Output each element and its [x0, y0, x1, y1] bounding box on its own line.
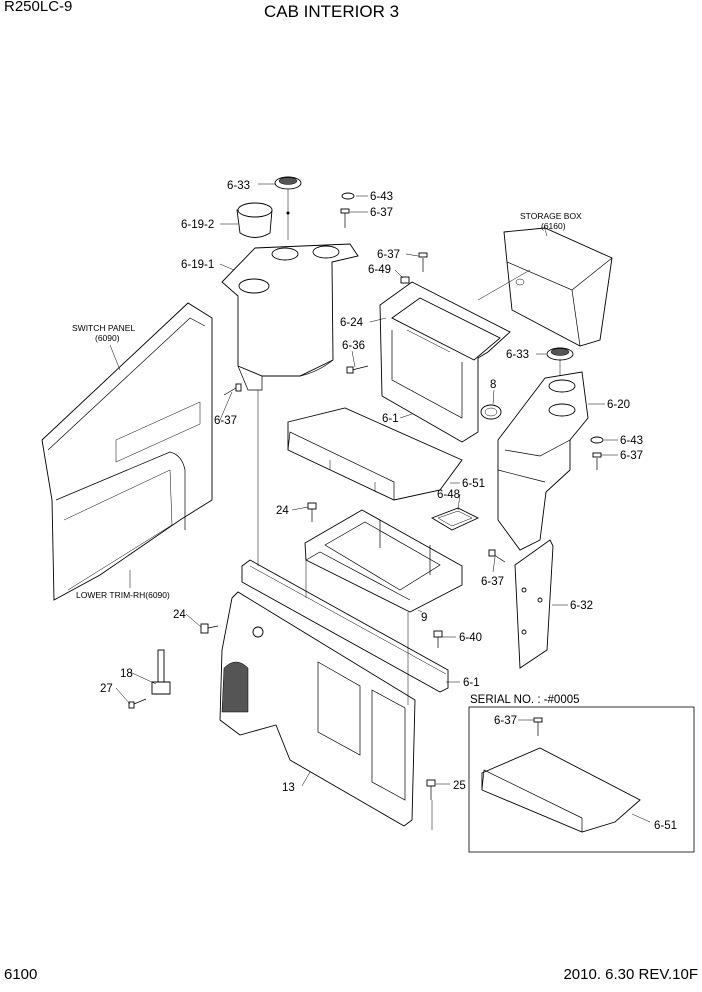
screw-6-37-left — [223, 383, 242, 396]
cup-holder-6-19-2 — [236, 202, 273, 238]
callout-8: 8 — [490, 379, 496, 391]
callout-6-37-detail: 6-37 — [494, 715, 517, 727]
callout-6-51-detail: 6-51 — [654, 820, 677, 832]
callout-6-37-left: 6-37 — [214, 415, 237, 427]
callout-18: 18 — [120, 668, 133, 680]
storage-box-label: STORAGE BOX — [520, 211, 582, 221]
page-title: CAB INTERIOR 3 — [264, 2, 400, 21]
cover-6-24 — [379, 281, 511, 443]
lever-18 — [151, 649, 171, 695]
switch-panel — [41, 302, 213, 601]
storage-box-ref: (6160) — [541, 221, 566, 231]
page-number: 6100 — [4, 966, 38, 983]
callout-24-left: 24 — [173, 609, 186, 621]
storage-box — [503, 227, 613, 347]
screw-6-37-detail — [533, 717, 543, 736]
serial-number-note: SERIAL NO. : -#0005 — [470, 694, 580, 706]
cup-holder-panel-6-19-1 — [221, 243, 359, 391]
callout-6-48: 6-48 — [437, 489, 460, 501]
serial-detail-box — [468, 706, 695, 853]
clip-6-49 — [400, 276, 410, 284]
cap-6-43-right — [590, 436, 604, 444]
switch-panel-label: SWITCH PANEL — [72, 323, 135, 333]
callout-27: 27 — [100, 683, 113, 695]
callout-13: 13 — [282, 782, 295, 794]
switch-panel-ref: (6090) — [95, 333, 120, 343]
callout-6-37-right: 6-37 — [620, 450, 643, 462]
callout-6-1-upper: 6-1 — [382, 413, 399, 425]
date-revision: 2010. 6.30 REV.10F — [563, 966, 698, 983]
tray-6-51 — [287, 407, 463, 501]
callout-6-33-top: 6-33 — [227, 180, 250, 192]
screw-6-37-right — [592, 452, 602, 470]
pad-6-48 — [430, 507, 480, 531]
cup-holder-cap-top — [274, 176, 302, 190]
bracket-9 — [304, 509, 463, 613]
callout-6-20: 6-20 — [607, 399, 630, 411]
model-code: R250LC-9 — [4, 0, 73, 15]
callout-6-43-right: 6-43 — [620, 435, 643, 447]
lower-trim-label: LOWER TRIM-RH(6090) — [76, 590, 170, 600]
callout-6-19-1: 6-19-1 — [181, 259, 214, 271]
callout-6-19-2: 6-19-2 — [181, 219, 214, 231]
callout-6-33-right: 6-33 — [506, 349, 529, 361]
bolt-27 — [128, 698, 147, 709]
callout-6-37-top: 6-37 — [370, 207, 393, 219]
screw-6-37-mid — [418, 252, 428, 272]
callout-6-37-lower: 6-37 — [481, 576, 504, 588]
cover-6-32 — [514, 539, 554, 669]
lower-panel-13 — [219, 591, 416, 827]
callout-6-49: 6-49 — [368, 264, 391, 276]
screw-6-37-lower — [488, 549, 506, 563]
screw-6-40 — [433, 630, 443, 648]
callout-6-32: 6-32 — [570, 600, 593, 612]
panel-6-20 — [497, 371, 589, 551]
leader-lines — [109, 183, 651, 830]
bolt-24-top — [307, 502, 317, 522]
rail-6-1 — [241, 559, 449, 693]
callout-6-1-lower: 6-1 — [463, 677, 480, 689]
callout-6-24: 6-24 — [340, 317, 364, 329]
callout-24-top: 24 — [276, 505, 289, 517]
cup-holder-cap-right — [546, 347, 574, 361]
bolt-25 — [426, 779, 436, 800]
tray-6-51-detail — [481, 747, 641, 833]
ring-8 — [480, 404, 502, 420]
screw-6-37-top — [340, 208, 350, 228]
callout-6-40: 6-40 — [459, 632, 482, 644]
bolt-24-left — [200, 623, 219, 634]
callout-9: 9 — [421, 612, 427, 624]
callout-6-51: 6-51 — [462, 478, 485, 490]
cap-6-43-top — [341, 192, 355, 200]
callout-6-43-top: 6-43 — [370, 191, 393, 203]
callout-6-37-mid: 6-37 — [377, 249, 400, 261]
screw-6-36 — [346, 365, 369, 374]
callout-6-36: 6-36 — [342, 340, 365, 352]
callout-25: 25 — [453, 780, 466, 792]
